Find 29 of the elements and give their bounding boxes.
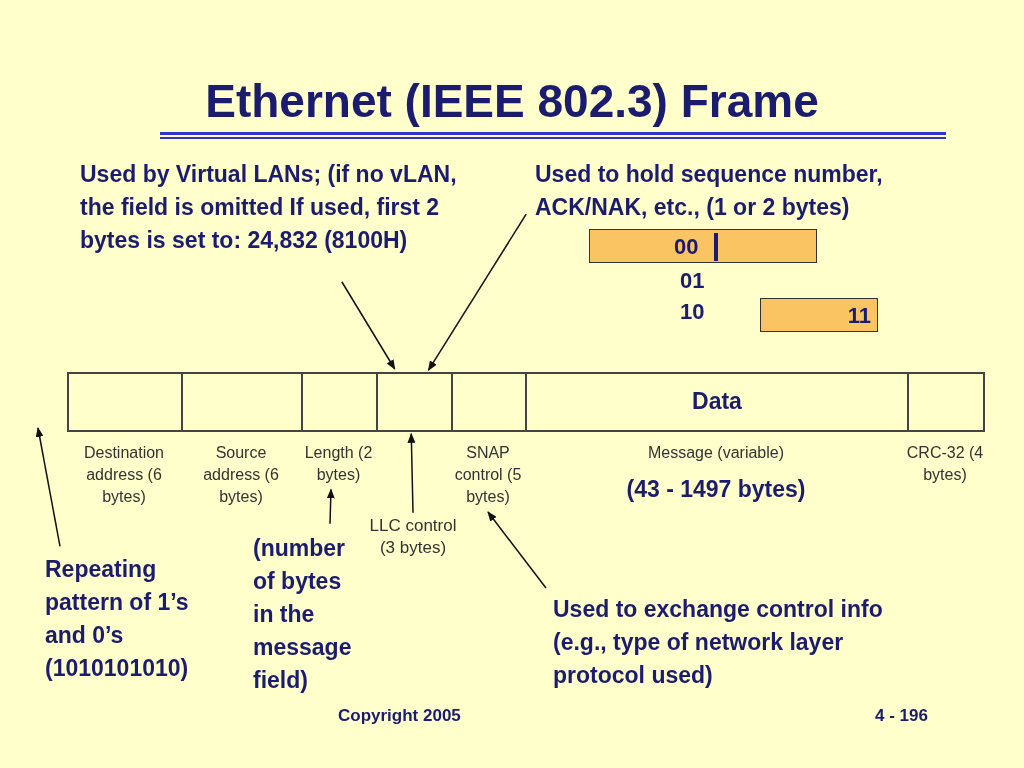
bit-value: 01 (680, 268, 705, 294)
copyright-note: Copyright 2005 (338, 706, 461, 726)
byte-range-text: (43 - 1497 bytes) (625, 476, 807, 503)
field-caption: Length (2 bytes) (303, 443, 374, 485)
bit-value: 10 (680, 299, 705, 325)
bit-value: 00 (674, 234, 699, 260)
arrow (427, 213, 527, 372)
field-caption: LLC control (3 bytes) (368, 515, 458, 559)
page-number: 4 - 196 (875, 706, 928, 726)
field-name: Data (691, 388, 743, 415)
bit-value: 11 (847, 303, 871, 329)
bit-field-box (760, 298, 878, 332)
field-caption: CRC-32 (4 bytes) (905, 443, 985, 485)
arrow (487, 511, 547, 589)
bit-field-box (589, 229, 817, 263)
arrow (407, 432, 416, 514)
arrow (326, 488, 335, 525)
arrow (35, 427, 61, 548)
field-caption: Source address (6 bytes) (202, 443, 280, 507)
slide-title: Ethernet (IEEE 802.3) Frame (204, 74, 820, 128)
annotation-text: Used to hold sequence number, ACK/NAK, etc., (1 or 2 bytes) (535, 160, 884, 222)
field-caption: Destination address (6 bytes) (82, 443, 165, 507)
annotation-text: Repeating pattern of 1’s and 0’s (1010101010) (45, 555, 190, 683)
annotation-text: Used by Virtual LANs; (if no vLAN, the field is omitted If used, first 2 bytes is set to: 24,832 (8100H) (80, 160, 458, 255)
arrow (341, 281, 396, 370)
field-caption: SNAP control (5 bytes) (453, 443, 523, 507)
field-caption: Message (variable) (646, 443, 786, 463)
annotation-text: Used to exchange control info (e.g., type of network layer protocol used) (553, 595, 884, 690)
annotation-text: (number of bytes in the message field) (253, 534, 353, 695)
